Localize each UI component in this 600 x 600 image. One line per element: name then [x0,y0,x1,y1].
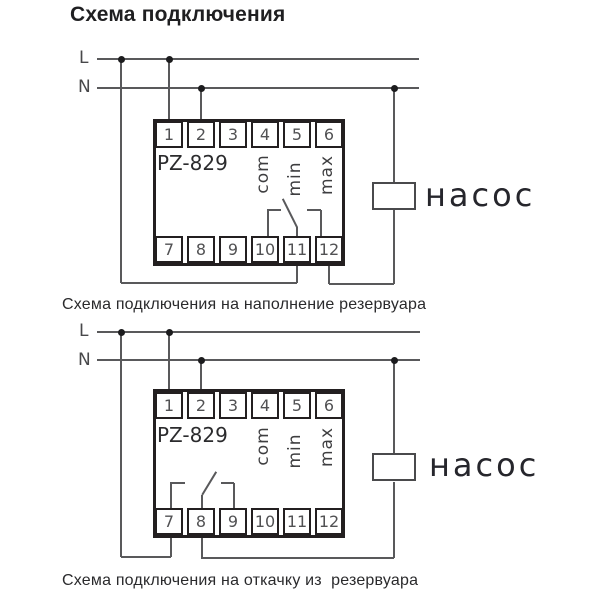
junction-dot [197,356,205,364]
wire-live-bottom-run [121,556,171,558]
diagram-fill-caption: Схема подключения на наполнение резервуа… [62,296,427,313]
wire-pump-down [393,210,395,284]
wire-terminal12-to-pump [329,283,394,285]
page-title: Схема подключения [70,3,286,26]
relay-label-min: min [285,161,305,197]
wire-live-to-terminal1 [168,332,170,389]
wire-terminal8-down [201,538,203,558]
terminal-10: 10 [251,236,279,263]
relay-label-max: max [317,426,337,468]
terminal-12: 12 [315,508,343,535]
junction-dot [117,55,125,63]
wire-live-to-terminal1 [168,59,170,119]
neutral-line-wire [97,87,419,89]
terminal-7: 7 [155,508,183,535]
contact-throw-pad [307,209,321,211]
neutral-line-label: N [78,350,91,370]
terminal-6: 6 [315,121,343,148]
pump-label: насос [425,176,536,214]
contact-fixed-pad [170,482,185,484]
terminal-3: 3 [219,392,247,419]
terminal-4: 4 [251,121,279,148]
terminal-8: 8 [187,236,215,263]
contact-throw-lead [320,210,322,236]
wire-terminal12-down [328,266,330,284]
contact-throw-pad [221,482,234,484]
relay-device-outline [153,119,345,266]
wire-terminal7-down [170,538,172,557]
neutral-line-wire [97,359,420,361]
pump-symbol [372,453,416,481]
wire-neutral-to-terminal2 [200,360,202,389]
contact-fixed-lead [170,483,172,508]
junction-dot [390,84,398,92]
relay-label-max: max [317,154,337,196]
terminal-1: 1 [155,121,183,148]
device-model-label: PZ-829 [157,151,228,175]
wire-neutral-to-pump [393,360,395,453]
diagram-drain-caption: Схема подключения на откачку из резервуа… [62,572,419,589]
wire-terminal8-to-pump [201,557,394,559]
contact-throw-lead [233,483,235,508]
terminal-8: 8 [187,508,215,535]
junction-dot [165,55,173,63]
terminal-1: 1 [155,392,183,419]
terminal-5: 5 [283,121,311,148]
terminal-3: 3 [219,121,247,148]
terminal-9: 9 [219,508,247,535]
terminal-5: 5 [283,392,311,419]
terminal-2: 2 [187,392,215,419]
live-line-label: L [79,48,89,68]
live-line-label: L [79,321,89,341]
wire-terminal11-down [296,266,298,283]
contact-pole-lead [201,495,203,508]
terminal-10: 10 [251,508,279,535]
terminal-11: 11 [283,236,311,263]
junction-dot [197,84,205,92]
contact-pole-lead [296,227,298,236]
wire-neutral-to-terminal2 [200,88,202,119]
terminal-4: 4 [251,392,279,419]
wire-pump-down [393,482,395,558]
wire-live-to-terminal11-drop [120,59,122,283]
neutral-line-label: N [78,77,91,97]
wire-live-to-terminal7-drop [120,332,122,557]
terminal-6: 6 [315,392,343,419]
terminal-7: 7 [155,236,183,263]
terminal-12: 12 [315,236,343,263]
wire-neutral-to-pump [393,88,395,182]
junction-dot [165,328,173,336]
terminal-9: 9 [219,236,247,263]
terminal-11: 11 [283,508,311,535]
contact-fixed-lead [267,210,269,236]
relay-label-min: min [285,433,305,469]
pump-label: насос [429,446,540,484]
junction-dot [117,328,125,336]
terminal-2: 2 [187,121,215,148]
relay-label-com: com [253,154,273,194]
live-line-wire [97,58,419,60]
relay-label-com: com [253,426,273,466]
wire-live-bottom-run [121,282,297,284]
contact-fixed-pad [267,209,281,211]
pump-symbol [372,182,416,210]
device-model-label: PZ-829 [157,423,228,447]
live-line-wire [97,331,420,333]
relay-device-outline [153,389,345,538]
junction-dot [390,356,398,364]
